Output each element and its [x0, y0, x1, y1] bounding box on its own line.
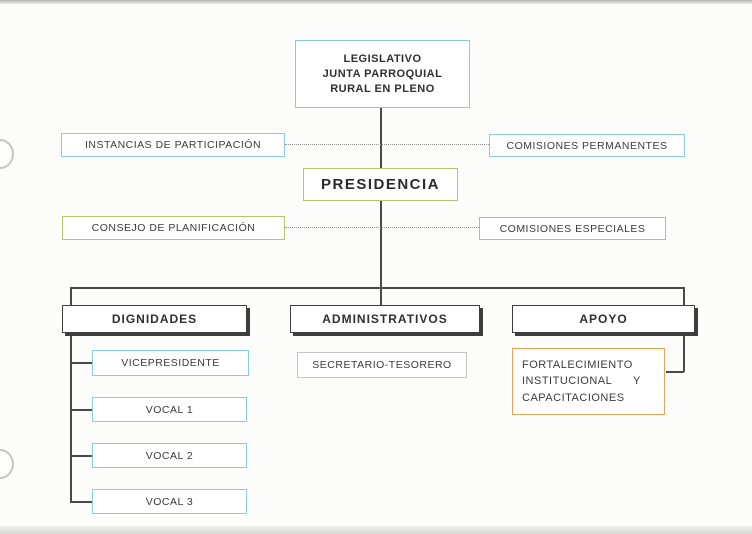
node-secretario-tesorero: SECRETARIO-TESORERO — [297, 352, 467, 378]
connector-stub-fortalecimiento — [666, 371, 684, 373]
connector-stub-vocal2 — [70, 455, 92, 457]
header-apoyo: APOYO — [512, 305, 695, 333]
node-vicepresidente: VICEPRESIDENTE — [92, 350, 249, 376]
node-vocal-3: VOCAL 3 — [92, 489, 247, 514]
node-legislativo-line1: LEGISLATIVO — [343, 52, 422, 65]
node-fortalecimiento: FORTALECIMIENTO INSTITUCIONAL Y CAPACITA… — [512, 348, 665, 415]
connector-rail-left — [70, 287, 72, 503]
node-legislativo: LEGISLATIVO JUNTA PARROQUIAL RURAL EN PL… — [295, 40, 470, 108]
node-comisiones-especiales: COMISIONES ESPECIALES — [479, 217, 666, 240]
scan-edge-bottom — [0, 526, 752, 534]
node-instancias-participacion: INSTANCIAS DE PARTICIPACIÓN — [61, 133, 285, 157]
connector-stub-vocal1 — [70, 409, 92, 411]
scan-edge-top — [0, 0, 752, 4]
node-consejo-planificacion: CONSEJO DE PLANIFICACIÓN — [62, 216, 285, 240]
node-fortalecimiento-line3: CAPACITACIONES — [522, 391, 625, 404]
node-presidencia: PRESIDENCIA — [303, 168, 458, 201]
hole-punch-top — [0, 139, 14, 169]
connector-horizontal-main — [70, 287, 684, 289]
connector-legislativo-presidencia — [380, 108, 382, 168]
hole-punch-bottom — [0, 449, 14, 479]
header-administrativos: ADMINISTRATIVOS — [290, 305, 480, 333]
node-comisiones-permanentes: COMISIONES PERMANENTES — [489, 134, 685, 157]
connector-dotted-participacion-permanentes — [285, 144, 489, 145]
node-vocal-1: VOCAL 1 — [92, 397, 247, 422]
node-legislativo-line3: RURAL EN PLENO — [330, 82, 435, 95]
node-fortalecimiento-line1: FORTALECIMIENTO — [522, 358, 633, 371]
connector-presidencia-down — [380, 201, 382, 287]
connector-drop-administrativos — [380, 287, 382, 305]
connector-stub-vicepresidente — [70, 362, 92, 364]
node-vocal-2: VOCAL 2 — [92, 443, 247, 468]
header-dignidades: DIGNIDADES — [62, 305, 247, 333]
node-legislativo-line2: JUNTA PARROQUIAL — [322, 67, 443, 80]
connector-stub-vocal3 — [70, 501, 92, 503]
connector-dotted-consejo-especiales — [285, 227, 479, 228]
node-fortalecimiento-line2: INSTITUCIONAL Y — [522, 375, 641, 388]
